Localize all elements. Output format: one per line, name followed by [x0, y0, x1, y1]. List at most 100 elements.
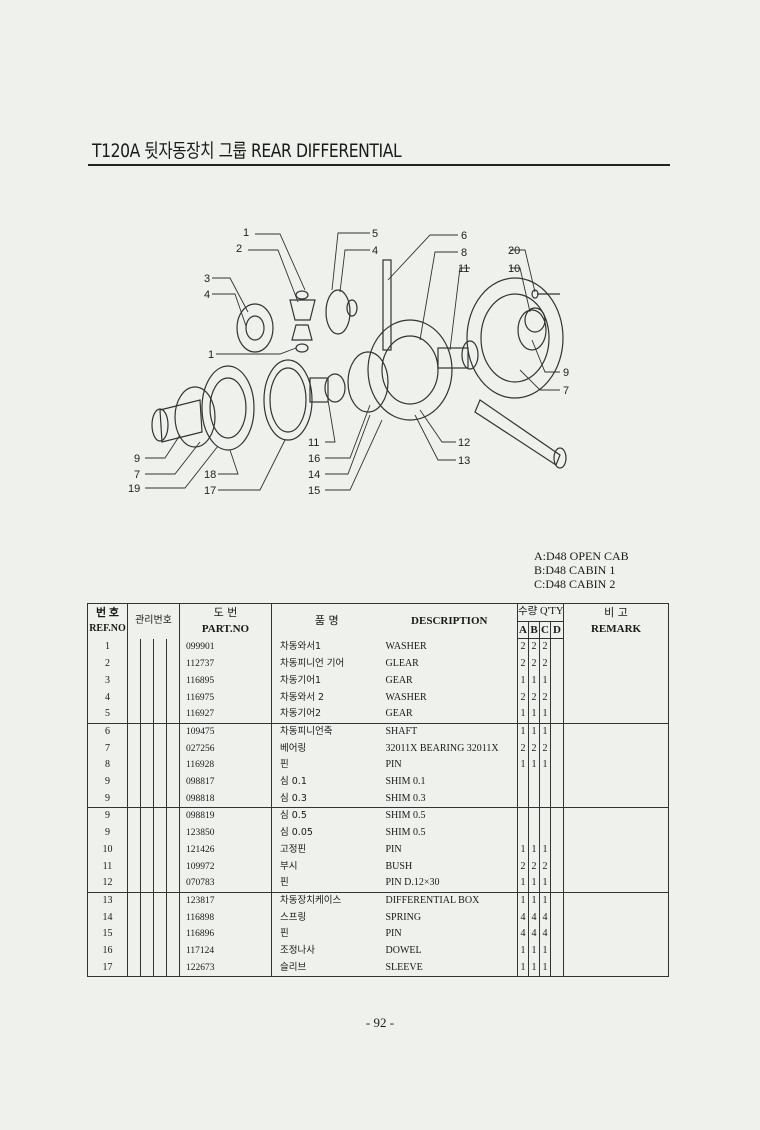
part-no-cell: 116975 [179, 689, 272, 707]
part-name-cell: 핀 [271, 926, 382, 944]
qty-a-cell: 1 [517, 706, 529, 724]
header-part-en: PART.NO [201, 623, 250, 636]
qty-a-cell: 2 [517, 656, 529, 673]
mgmt-cell [166, 825, 180, 842]
mgmt-cell [153, 825, 167, 842]
mgmt-cell [153, 858, 167, 876]
header-qty-c: C [539, 620, 551, 640]
description-cell: WASHER [385, 641, 427, 653]
mgmt-cell [127, 706, 141, 724]
part-no-cell: 116896 [179, 926, 272, 944]
exploded-parts-diagram: 1 2 3 4 1 5 4 6 8 11 20 10 9 7 11 16 14 … [128, 227, 569, 497]
remark-cell [563, 909, 670, 927]
qty-b-cell: 1 [528, 959, 540, 978]
header-qty-a: A [517, 620, 529, 640]
header-qty-b: B [528, 620, 540, 640]
mgmt-cell [153, 689, 167, 707]
mgmt-cell [140, 892, 154, 910]
description-cell: SHIM 0.5 [385, 827, 426, 839]
ref-cell: 11 [87, 858, 128, 876]
mgmt-cell [127, 807, 141, 826]
mgmt-cell [153, 926, 167, 944]
description-cell: 32011X BEARING 32011X [385, 742, 499, 754]
part-no-cell: 098819 [179, 807, 272, 826]
mgmt-cell [127, 858, 141, 876]
mgmt-cell [153, 959, 167, 978]
header-desc: DESCRIPTION [381, 602, 518, 639]
header-part-ko: 도 번 [213, 605, 238, 619]
qty-b-cell: 1 [528, 875, 540, 893]
title-underline [88, 164, 670, 166]
callout-label: 4 [204, 289, 210, 301]
remark-cell [563, 740, 670, 758]
mgmt-cell [127, 959, 141, 978]
ref-cell: 8 [87, 757, 128, 775]
callout-label: 1 [208, 349, 214, 361]
part-no-cell: 098817 [179, 774, 272, 791]
qty-c-cell: 1 [539, 875, 551, 893]
part-name-cell: 슬리브 [271, 959, 382, 978]
qty-c-cell: 1 [539, 943, 551, 960]
model-notes: A:D48 OPEN CAB B:D48 CABIN 1 C:D48 CABIN… [534, 549, 629, 591]
mgmt-cell [127, 689, 141, 707]
qty-d-cell [549, 757, 564, 775]
callout-label: 19 [128, 483, 140, 495]
mgmt-cell [127, 790, 141, 809]
part-no-cell: 116928 [179, 757, 272, 775]
qty-d-cell [549, 825, 564, 842]
qty-a-cell: 4 [517, 909, 529, 927]
remark-cell [563, 926, 670, 944]
mgmt-cell [140, 926, 154, 944]
mgmt-cell [166, 774, 180, 791]
ref-cell: 16 [87, 943, 128, 960]
mgmt-cell [153, 909, 167, 927]
part-no-cell: 112737 [179, 656, 272, 673]
ref-cell: 1 [87, 638, 128, 657]
callout-label: 18 [204, 469, 216, 481]
description-cell: PIN [385, 843, 402, 855]
qty-b-cell [528, 825, 540, 842]
part-name-cell: 핀 [271, 757, 382, 775]
part-no-cell: 117124 [179, 943, 272, 960]
part-no-cell: 098818 [179, 790, 272, 809]
mgmt-cell [166, 723, 180, 741]
remark-cell [563, 774, 670, 791]
header-part: 도 번 PART.NO [179, 602, 272, 639]
mgmt-cell [127, 774, 141, 791]
qty-a-cell: 1 [517, 875, 529, 893]
ref-cell: 14 [87, 909, 128, 927]
callout-label: 13 [458, 455, 470, 467]
mgmt-cell [140, 825, 154, 842]
callout-label: 12 [458, 437, 470, 449]
qty-c-cell: 2 [539, 638, 551, 657]
mgmt-cell [166, 909, 180, 927]
part-name-cell: 부시 [271, 858, 382, 876]
qty-a-cell: 2 [517, 638, 529, 657]
qty-b-cell [528, 774, 540, 791]
qty-d-cell [549, 858, 564, 876]
qty-d-cell [549, 807, 564, 826]
header-ref-ko: 번 호 [96, 606, 119, 619]
mgmt-cell [127, 875, 141, 893]
mgmt-cell [166, 875, 180, 893]
mgmt-cell [166, 841, 180, 859]
ref-cell: 2 [87, 656, 128, 673]
header-name: 품 명 [271, 602, 382, 639]
part-name-cell: 차동기어2 [271, 706, 382, 724]
mgmt-cell [166, 943, 180, 960]
remark-cell [563, 943, 670, 960]
ref-cell: 9 [87, 790, 128, 809]
mgmt-cell [153, 875, 167, 893]
qty-d-cell [549, 790, 564, 809]
remark-cell [563, 892, 670, 910]
mgmt-cell [127, 909, 141, 927]
mgmt-cell [166, 959, 180, 978]
qty-d-cell [549, 706, 564, 724]
